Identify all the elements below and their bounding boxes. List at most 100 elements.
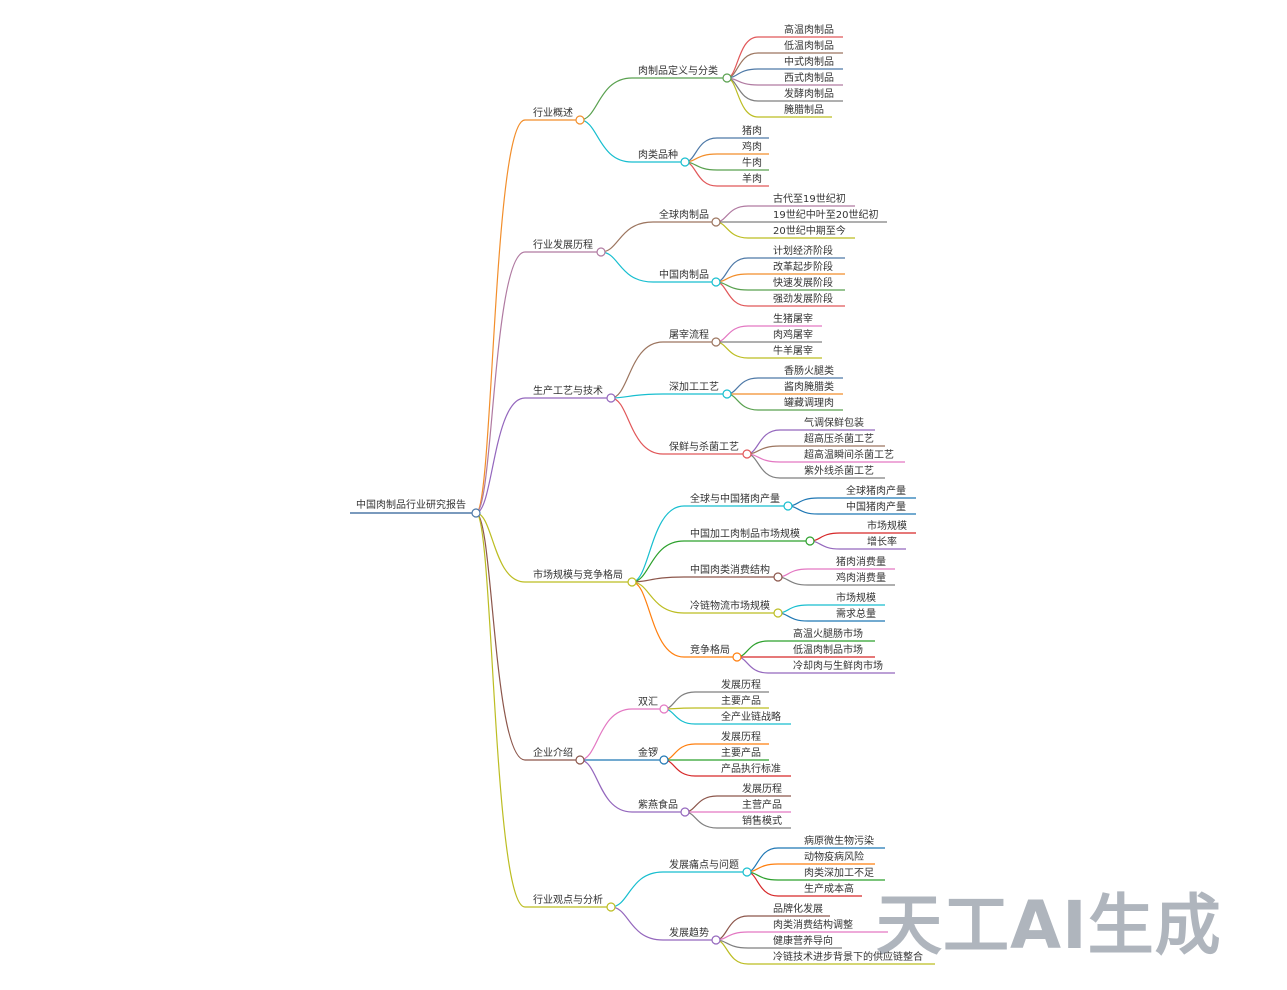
root-node[interactable] [471, 508, 481, 518]
subtopic-node[interactable] [659, 704, 669, 714]
subtopic-link [631, 581, 685, 658]
subtopic-node[interactable] [680, 807, 690, 817]
subtopic-link [610, 397, 664, 455]
leaf-label: 主营产品 [742, 798, 782, 811]
leaf-link [684, 137, 718, 163]
leaf-label: 紫外线杀菌工艺 [804, 464, 874, 477]
leaf-label: 发酵肉制品 [784, 87, 834, 100]
subtopic-node[interactable] [742, 867, 752, 877]
leaf-link [746, 847, 779, 873]
subtopic-label: 屠宰流程 [669, 328, 709, 341]
leaf-label: 发展历程 [721, 678, 761, 691]
leaf-link [684, 153, 718, 163]
leaf-label: 牛羊屠宰 [773, 344, 813, 357]
subtopic-node[interactable] [680, 157, 690, 167]
subtopic-label: 双汇 [638, 695, 658, 708]
leaf-label: 香肠火腿类 [784, 364, 834, 377]
leaf-link [809, 532, 841, 542]
leaf-label: 生猪屠宰 [773, 312, 813, 325]
leaf-link [715, 273, 749, 283]
subtopic-node[interactable] [711, 935, 721, 945]
watermark: 天工AI生成 [876, 887, 1222, 964]
section-node[interactable] [596, 247, 606, 257]
leaf-label: 高温肉制品 [784, 23, 834, 36]
leaf-label: 健康营养导向 [773, 934, 833, 947]
leaf-link [684, 795, 718, 813]
leaf-label: 市场规模 [867, 519, 907, 532]
subtopic-node[interactable] [773, 572, 783, 582]
subtopic-link [579, 77, 633, 121]
subtopic-node[interactable] [742, 449, 752, 459]
subtopic-label: 金锣 [638, 746, 658, 759]
subtopic-node[interactable] [711, 337, 721, 347]
subtopic-label: 冷链物流市场规模 [690, 599, 770, 612]
section-label: 市场规模与竞争格局 [533, 568, 623, 581]
subtopic-node[interactable] [722, 73, 732, 83]
subtopic-node[interactable] [659, 755, 669, 765]
leaf-label: 改革起步阶段 [773, 260, 833, 273]
leaf-label: 销售模式 [742, 814, 782, 827]
root-label: 中国肉制品行业研究报告 [356, 498, 466, 511]
leaf-label: 全球猪肉产量 [846, 484, 906, 497]
leaf-link [726, 68, 759, 79]
leaf-label: 气调保鲜包装 [804, 416, 864, 429]
subtopic-label: 发展趋势 [669, 926, 709, 939]
subtopic-label: 竞争格局 [690, 643, 730, 656]
leaf-label: 中式肉制品 [784, 55, 834, 68]
subtopic-link [579, 119, 633, 163]
leaf-label: 需求总量 [836, 607, 876, 620]
leaf-link [746, 429, 781, 455]
section-node[interactable] [575, 755, 585, 765]
leaf-label: 低温肉制品 [784, 39, 834, 52]
leaf-label: 中国猪肉产量 [846, 500, 906, 513]
leaf-label: 计划经济阶段 [773, 244, 833, 257]
subtopic-link [631, 581, 685, 614]
leaf-label: 腌腊制品 [784, 103, 824, 116]
leaf-link [787, 497, 819, 507]
subtopic-node[interactable] [711, 277, 721, 287]
subtopic-link [610, 906, 664, 941]
leaf-link [663, 759, 696, 777]
section-link [475, 251, 526, 514]
leaf-link [715, 281, 749, 307]
leaf-label: 超高压杀菌工艺 [804, 432, 874, 445]
section-node[interactable] [575, 115, 585, 125]
subtopic-node[interactable] [711, 217, 721, 227]
leaf-link [777, 568, 809, 578]
leaf-link [715, 325, 749, 343]
leaf-label: 酱肉腌腊类 [784, 380, 834, 393]
subtopic-node[interactable] [783, 501, 793, 511]
section-label: 行业概述 [533, 106, 573, 119]
subtopic-label: 肉制品定义与分类 [638, 64, 718, 77]
section-node[interactable] [606, 902, 616, 912]
leaf-link [715, 205, 749, 223]
section-link [475, 119, 526, 514]
leaf-link [736, 640, 769, 658]
section-node[interactable] [627, 577, 637, 587]
subtopic-node[interactable] [722, 389, 732, 399]
section-node[interactable] [606, 393, 616, 403]
subtopic-link [600, 251, 654, 283]
leaf-link [715, 931, 749, 941]
leaf-link [726, 77, 759, 118]
leaf-label: 鸡肉消费量 [836, 571, 886, 584]
subtopic-label: 肉类品种 [638, 148, 678, 161]
leaf-link [663, 708, 696, 725]
section-link [475, 512, 526, 583]
subtopic-node[interactable] [773, 608, 783, 618]
subtopic-node[interactable] [732, 652, 742, 662]
leaf-label: 主要产品 [721, 746, 761, 759]
subtopic-link [610, 871, 664, 908]
leaf-label: 牛肉 [742, 156, 762, 169]
subtopic-label: 中国肉类消费结构 [690, 563, 770, 576]
subtopic-link [610, 341, 664, 399]
subtopic-label: 全球与中国猪肉产量 [690, 492, 780, 505]
subtopic-label: 中国加工肉制品市场规模 [690, 527, 800, 540]
leaf-link [809, 540, 841, 550]
leaf-link [777, 576, 809, 586]
subtopic-link [631, 505, 685, 583]
leaf-label: 鸡肉 [742, 140, 762, 153]
subtopic-node[interactable] [805, 536, 815, 546]
subtopic-link [579, 759, 633, 813]
